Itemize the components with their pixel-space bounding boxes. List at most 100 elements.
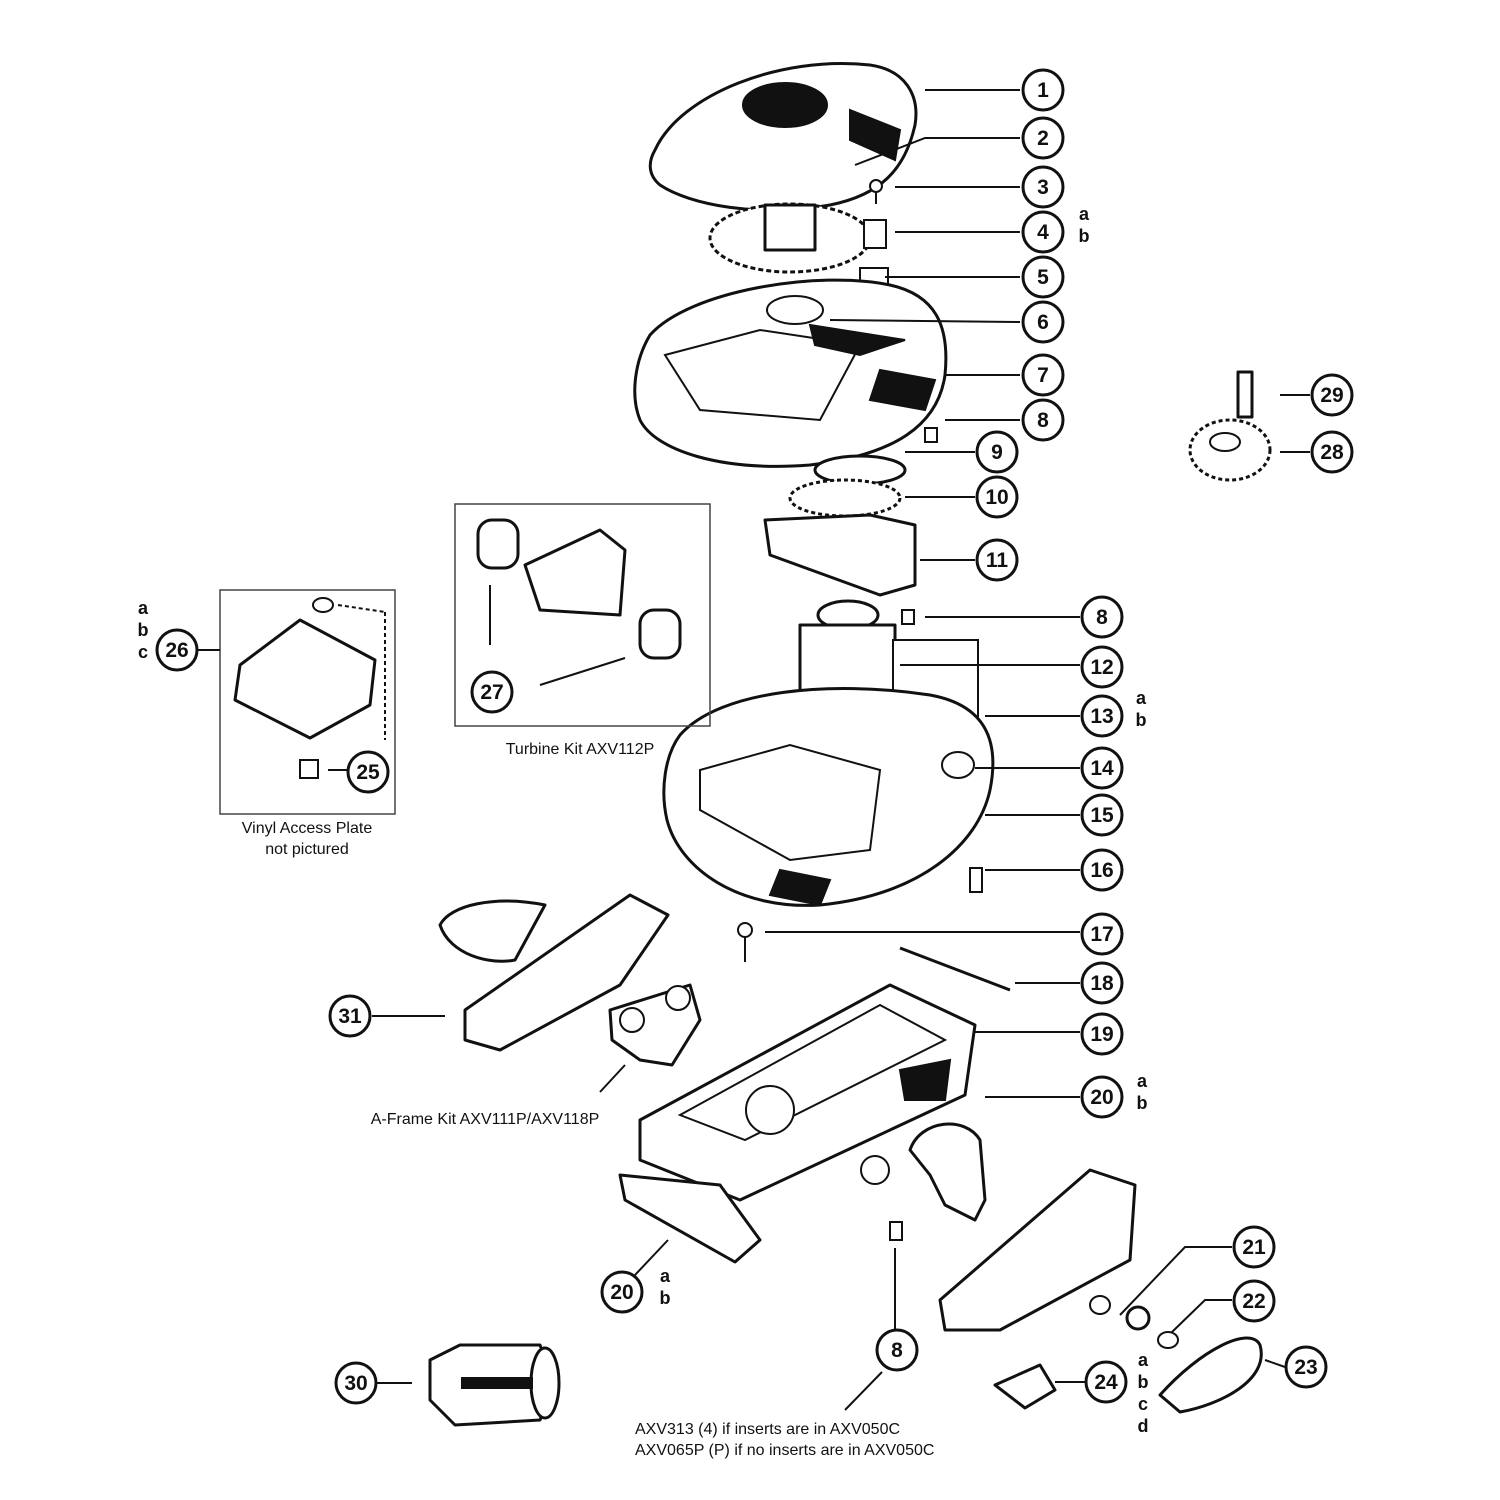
vinyl-access-plate-box [219,589,396,815]
callout-c22: 22 [1232,1279,1276,1323]
callout-number: 30 [344,1372,367,1395]
part-left-side-panel [438,893,670,1052]
callout-circle [1021,353,1065,397]
callout-number: 20 [1090,1086,1113,1109]
callout-c6: 6 [1021,300,1065,344]
callout-circle [334,1361,378,1405]
callout-c5: 5 [1021,255,1065,299]
callout-suffix-letter: b [1137,1093,1148,1113]
part-right-side-panel [938,1168,1137,1332]
callout-c27: 27 [470,670,514,714]
callout-c28: 28 [1310,430,1354,474]
callout-number: 3 [1037,176,1049,199]
callout-c14: 14 [1080,746,1124,790]
callout-circle [1021,68,1065,112]
part-chassis [638,983,977,1202]
part-screw-8-upper [924,427,938,443]
callout-c29: 29 [1310,373,1354,417]
callout-number: 25 [356,761,380,784]
callout-number: 8 [1037,409,1049,432]
part-screw-8-middle [901,609,915,625]
caption-note-line-2: AXV065P (P) if no inserts are in AXV050C [635,1442,934,1459]
callout-number: 28 [1320,441,1344,464]
callout-circle [1232,1225,1276,1269]
callout-c12: 12 [1080,645,1124,689]
part-bracket [763,513,917,597]
callout-number: 8 [891,1339,903,1362]
callout-c30: 30 [334,1361,378,1405]
callout-c26: 26 abc [138,598,199,672]
callout-circle [1080,746,1124,790]
callout-circle [1080,595,1124,639]
callout-number: 19 [1090,1023,1113,1046]
callout-c4: 4ab [1021,204,1090,254]
callout-circle [1021,255,1065,299]
callout-number: 27 [480,681,503,704]
turbine-kit-box [454,503,711,727]
callout-c31: 31 [328,994,372,1038]
part-upper-body [633,278,948,468]
callout-suffix-letter: b [660,1288,671,1308]
callout-c10: 10 [975,475,1019,519]
callout-suffix-letter: b [1079,226,1090,246]
callout-number: 8 [1096,606,1108,629]
callout-circle [1080,793,1124,837]
callout-number: 26 [165,639,188,662]
callout-circle [975,430,1019,474]
callout-circle [1021,300,1065,344]
callout-suffix-letter: b [1136,710,1147,730]
callout-number: 21 [1242,1236,1266,1259]
callout-number: 23 [1294,1356,1317,1379]
callout-circle [155,628,199,672]
callout-c8c: 8 [875,1328,919,1372]
callout-circle [1310,430,1354,474]
callout-c17: 17 [1080,912,1124,956]
callout-c2: 2 [1021,116,1065,160]
callout-suffix-letter: a [1079,204,1090,224]
callout-number: 14 [1090,757,1114,780]
callout-c9: 9 [975,430,1019,474]
callout-circle [1080,848,1124,892]
callout-suffix-letter: b [1138,1372,1149,1392]
callout-c8b: 8 [1080,595,1124,639]
callout-number: 9 [991,441,1003,464]
callout-suffix-letter: a [660,1266,671,1286]
caption-note-line-1: AXV313 (4) if inserts are in AXV050C [635,1421,900,1438]
callout-circle [975,475,1019,519]
callout-number: 6 [1037,311,1049,334]
callout-circle [1021,210,1065,254]
captions: Turbine Kit AXV112P Vinyl Access Plate n… [242,741,935,1459]
callout-suffix-letter: b [138,620,149,640]
callout-circle [328,994,372,1038]
callout-circle [1080,645,1124,689]
part-lower-body [662,687,995,907]
callout-number: 15 [1090,804,1114,827]
callout-circle [1084,1360,1128,1404]
callout-number: 5 [1037,266,1049,289]
callout-circle [470,670,514,714]
part-screw-17-axle-18 [737,922,1011,992]
part-loose-gear-28-pin-29 [1188,370,1272,482]
callout-number: 11 [986,549,1009,572]
callout-c19: 19 [1080,1012,1124,1056]
callout-circle [346,750,390,794]
callout-circle [1080,694,1124,738]
callout-number: 16 [1090,859,1113,882]
callout-circle [1310,373,1354,417]
callout-circle [1080,961,1124,1005]
callout-number: 7 [1037,364,1049,387]
caption-not-pictured: not pictured [265,841,349,858]
callout-suffix-letter: c [138,642,148,662]
callout-c15: 15 [1080,793,1124,837]
callout-circle [1021,116,1065,160]
part-a-frame-left [608,983,702,1067]
callout-number: 17 [1090,923,1113,946]
callout-suffix-letter: a [138,598,149,618]
callout-number: 10 [985,486,1008,509]
caption-a-frame-kit: A-Frame Kit AXV111P/AXV118P [371,1111,600,1128]
